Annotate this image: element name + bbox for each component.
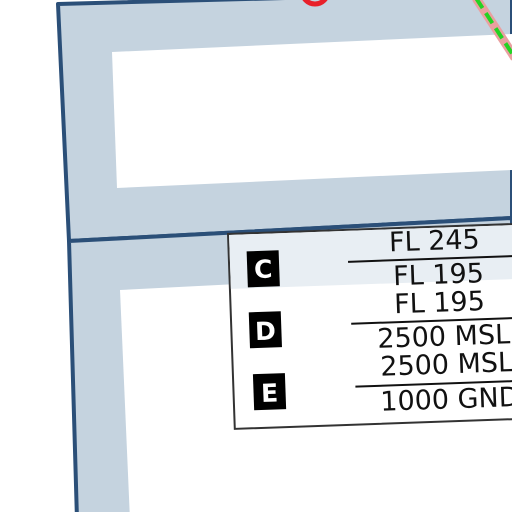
upper-block-inner-panel [112, 34, 512, 188]
legend-highlight-row [229, 224, 512, 289]
class-d-lower-limit: 2500 MSL [377, 319, 511, 355]
legend-row-class-e: E 2500 MSL 1000 GND [252, 347, 512, 418]
class-e-divider [355, 379, 512, 388]
class-d-upper-limit: FL 195 [394, 286, 486, 320]
airspace-class-legend: C FL 245 FL 195 D FL 195 2500 MSL E 2500… [226, 222, 512, 430]
class-c-upper-limit: FL 245 [389, 224, 481, 258]
upper-airspace-block [56, 0, 512, 243]
class-d-badge [248, 311, 282, 349]
class-d-letter: D [255, 316, 277, 346]
class-c-lower-limit: FL 195 [393, 258, 485, 292]
route-line [472, 0, 512, 61]
class-e-badge [252, 373, 287, 411]
legend-row-class-d: D FL 195 2500 MSL [248, 286, 512, 355]
class-d-divider [351, 316, 512, 325]
class-e-letter: E [261, 378, 279, 408]
class-c-divider [348, 254, 512, 263]
class-e-upper-limit: 2500 MSL [380, 347, 512, 383]
waypoint-marker [302, 0, 328, 7]
legend-row-class-c: C FL 245 FL 195 [246, 224, 512, 292]
class-e-lower-limit: 1000 GND [380, 382, 512, 418]
class-c-letter: C [254, 254, 273, 284]
class-c-badge [246, 250, 280, 288]
